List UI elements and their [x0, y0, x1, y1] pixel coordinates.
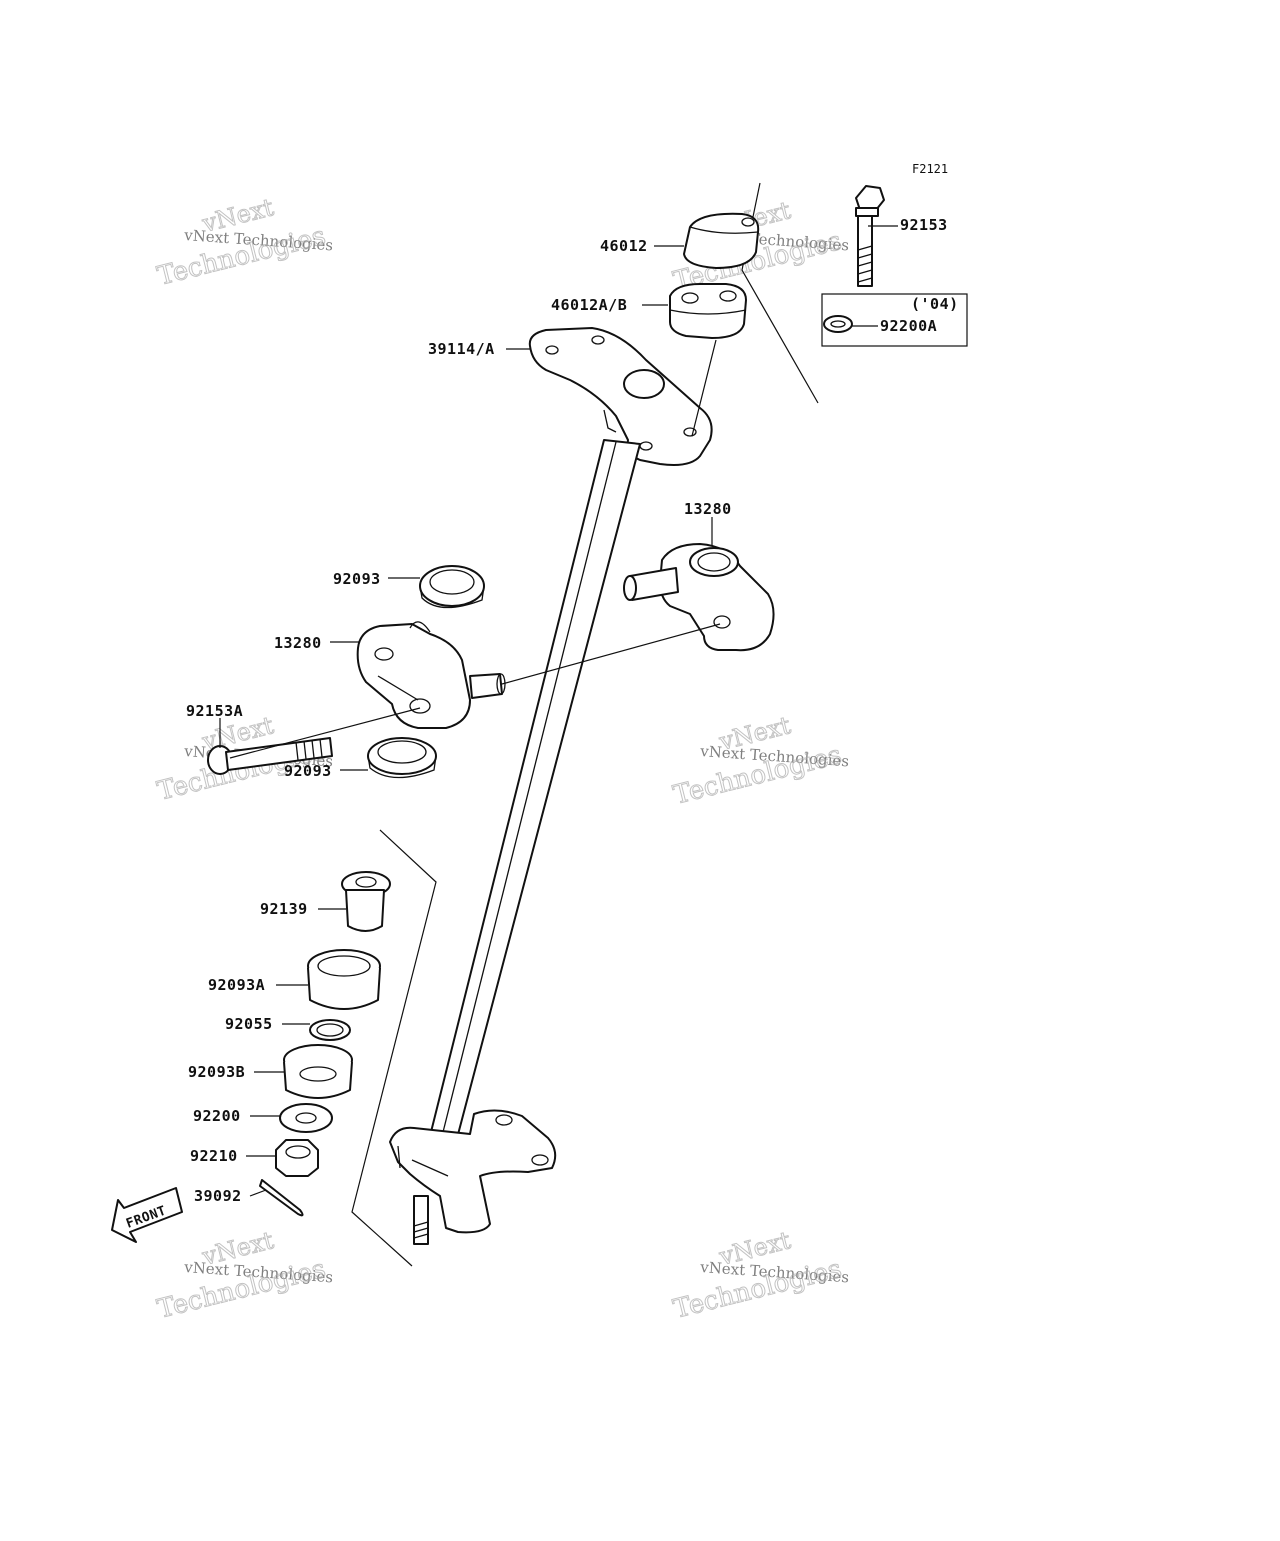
label-year-note: ('04)	[911, 295, 959, 313]
label-92153a: 92153A	[186, 702, 243, 720]
bolt-92153	[855, 185, 885, 287]
label-39114a: 39114/A	[428, 340, 495, 358]
upper-assembly-outline	[741, 182, 819, 404]
o-ring-92055	[309, 1019, 351, 1041]
washer-92200a	[823, 315, 853, 333]
handlebar-holder-lower	[669, 283, 747, 339]
seal-92093-lower	[367, 737, 437, 779]
label-92200a: 92200A	[880, 317, 937, 335]
label-92055: 92055	[225, 1015, 273, 1033]
label-92093b: 92093B	[188, 1063, 245, 1081]
part-labels: 92153 46012 46012A/B ('04) 92200A 39114/…	[186, 216, 959, 1205]
label-92153: 92153	[900, 216, 948, 234]
washer-92200	[279, 1103, 333, 1133]
year-variant-box	[821, 293, 968, 347]
label-92093-lower: 92093	[284, 762, 332, 780]
label-46012ab: 46012A/B	[551, 296, 627, 314]
watermark-mid-right: vNext vNext Technologies Technologies	[670, 711, 850, 812]
collar-92139	[341, 871, 391, 932]
label-46012: 46012	[600, 237, 648, 255]
seal-92093-upper	[419, 565, 485, 609]
steering-lower-arm	[389, 1109, 557, 1245]
steering-shaft	[419, 439, 641, 1181]
watermark-top-left: vNext vNext Technologies Technologies	[154, 193, 334, 293]
watermark-bottom-right: vNext vNext Technologies Technologies	[670, 1226, 850, 1326]
label-39092: 39092	[194, 1187, 242, 1205]
label-92093-upper: 92093	[333, 570, 381, 588]
cotter-pin-39092	[259, 1179, 304, 1217]
label-92210: 92210	[190, 1147, 238, 1165]
label-92139: 92139	[260, 900, 308, 918]
handlebar-holder-upper	[683, 212, 760, 269]
leader-lines	[219, 225, 898, 1197]
label-92200: 92200	[193, 1107, 241, 1125]
lower-stack-outline	[351, 829, 437, 1267]
steering-bracket-plate	[528, 327, 713, 466]
bushing-housing-left	[356, 621, 506, 729]
front-direction-arrow: FRONT	[111, 1187, 183, 1243]
label-92093a: 92093A	[208, 976, 265, 994]
bolt-92153a	[207, 737, 333, 775]
watermark-bottom-left: vNext vNext Technologies Technologies	[154, 1226, 334, 1326]
label-13280-left: 13280	[274, 634, 322, 652]
figure-code: F2121	[912, 162, 948, 176]
nut-92210	[275, 1139, 319, 1177]
bearing-92093a	[307, 949, 381, 1010]
bearing-92093b	[283, 1044, 353, 1099]
bushing-housing-right	[623, 543, 775, 652]
label-13280-right: 13280	[684, 500, 732, 518]
